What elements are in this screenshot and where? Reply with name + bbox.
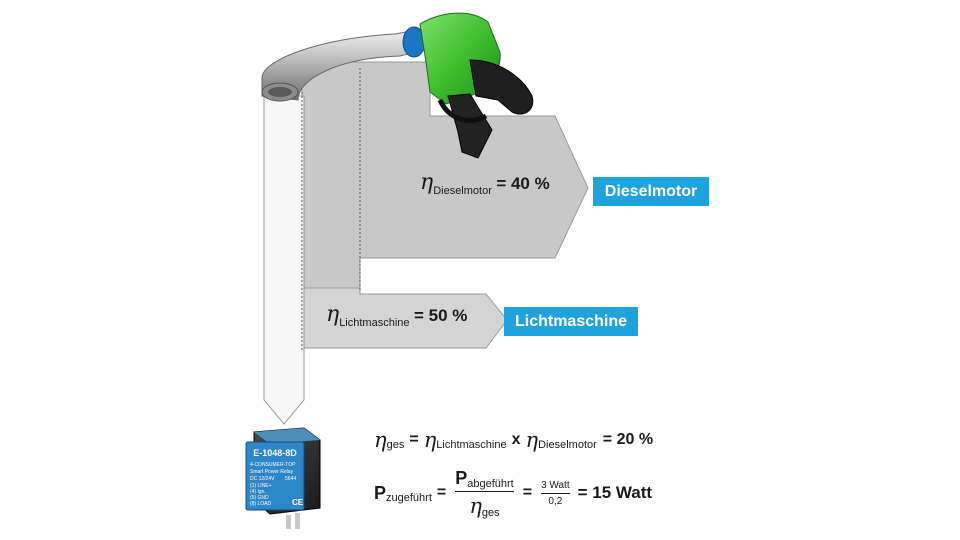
eta-sub-lichtmaschine: Lichtmaschine xyxy=(339,317,410,329)
eta-value-dieselmotor: = 40 % xyxy=(496,174,550,193)
relay-icon xyxy=(245,427,321,529)
fuel-nozzle-icon xyxy=(402,12,534,159)
relay-line-7: (8) LOAD xyxy=(250,501,272,507)
equals-sign: = xyxy=(436,484,447,501)
eta-sub-lichtmaschine: Lichtmaschine xyxy=(436,439,507,451)
equals-sign: = xyxy=(522,484,533,501)
times-sign: x xyxy=(511,431,521,448)
eta-sub-ges: ges xyxy=(386,439,405,451)
eta-symbol: η xyxy=(326,302,340,327)
eta-symbol: η xyxy=(525,428,539,452)
relay-line-5: (4) Ign. xyxy=(250,489,266,495)
eta-symbol: η xyxy=(423,428,437,452)
eta-symbol: η xyxy=(469,494,482,518)
eta-symbol: η xyxy=(420,170,434,195)
lichtmaschine-efficiency: ηLichtmaschine = 50 % xyxy=(326,302,468,329)
p-sub-zugefuehrt: zugeführt xyxy=(386,492,432,504)
fraction-bar xyxy=(541,492,570,494)
eta-sub-dieselmotor: Dieselmotor xyxy=(433,185,492,197)
p-symbol: P xyxy=(374,482,387,503)
relay-line-6: (5) GND xyxy=(250,495,269,501)
dieselmotor-label: Dieselmotor xyxy=(593,177,709,206)
lichtmaschine-label: Lichtmaschine xyxy=(504,307,638,336)
value-fraction: 3 Watt 0,2 xyxy=(541,480,570,507)
relay-line-1: 4-CONSUMER-TOP xyxy=(250,462,296,468)
fraction-bar xyxy=(455,491,514,492)
dieselmotor-efficiency: ηDieselmotor = 40 % xyxy=(420,170,550,197)
total-efficiency-result: = 20 % xyxy=(602,431,654,448)
eta-value-lichtmaschine: = 50 % xyxy=(413,306,468,325)
pipe-opening-inner xyxy=(268,87,292,97)
eta-symbol: η xyxy=(374,428,387,452)
relay-model-label: E-1048-8D xyxy=(253,448,297,458)
relay-line-4: (1) LINE+ xyxy=(250,483,272,489)
power-result: = 15 Watt xyxy=(577,483,653,502)
eta-sub-ges: ges xyxy=(481,507,500,519)
relay-line-3: DC 12/24V xyxy=(250,476,275,482)
p-abgefuehrt-symbol: P xyxy=(455,468,468,488)
remaining-flow-arrow xyxy=(263,95,305,425)
equals-sign: = xyxy=(409,431,419,448)
relay-line-2: Smart Power Relay xyxy=(250,469,294,475)
relay-ce-mark: CE xyxy=(292,498,304,507)
relay-line-3b: 5644 xyxy=(285,476,296,482)
watt-numerator: 3 Watt xyxy=(541,479,570,491)
p-sub-abgefuehrt: abgeführt xyxy=(467,478,514,490)
efficiency-denominator: 0,2 xyxy=(548,495,563,507)
eta-sub-dieselmotor: Dieselmotor xyxy=(538,439,597,451)
